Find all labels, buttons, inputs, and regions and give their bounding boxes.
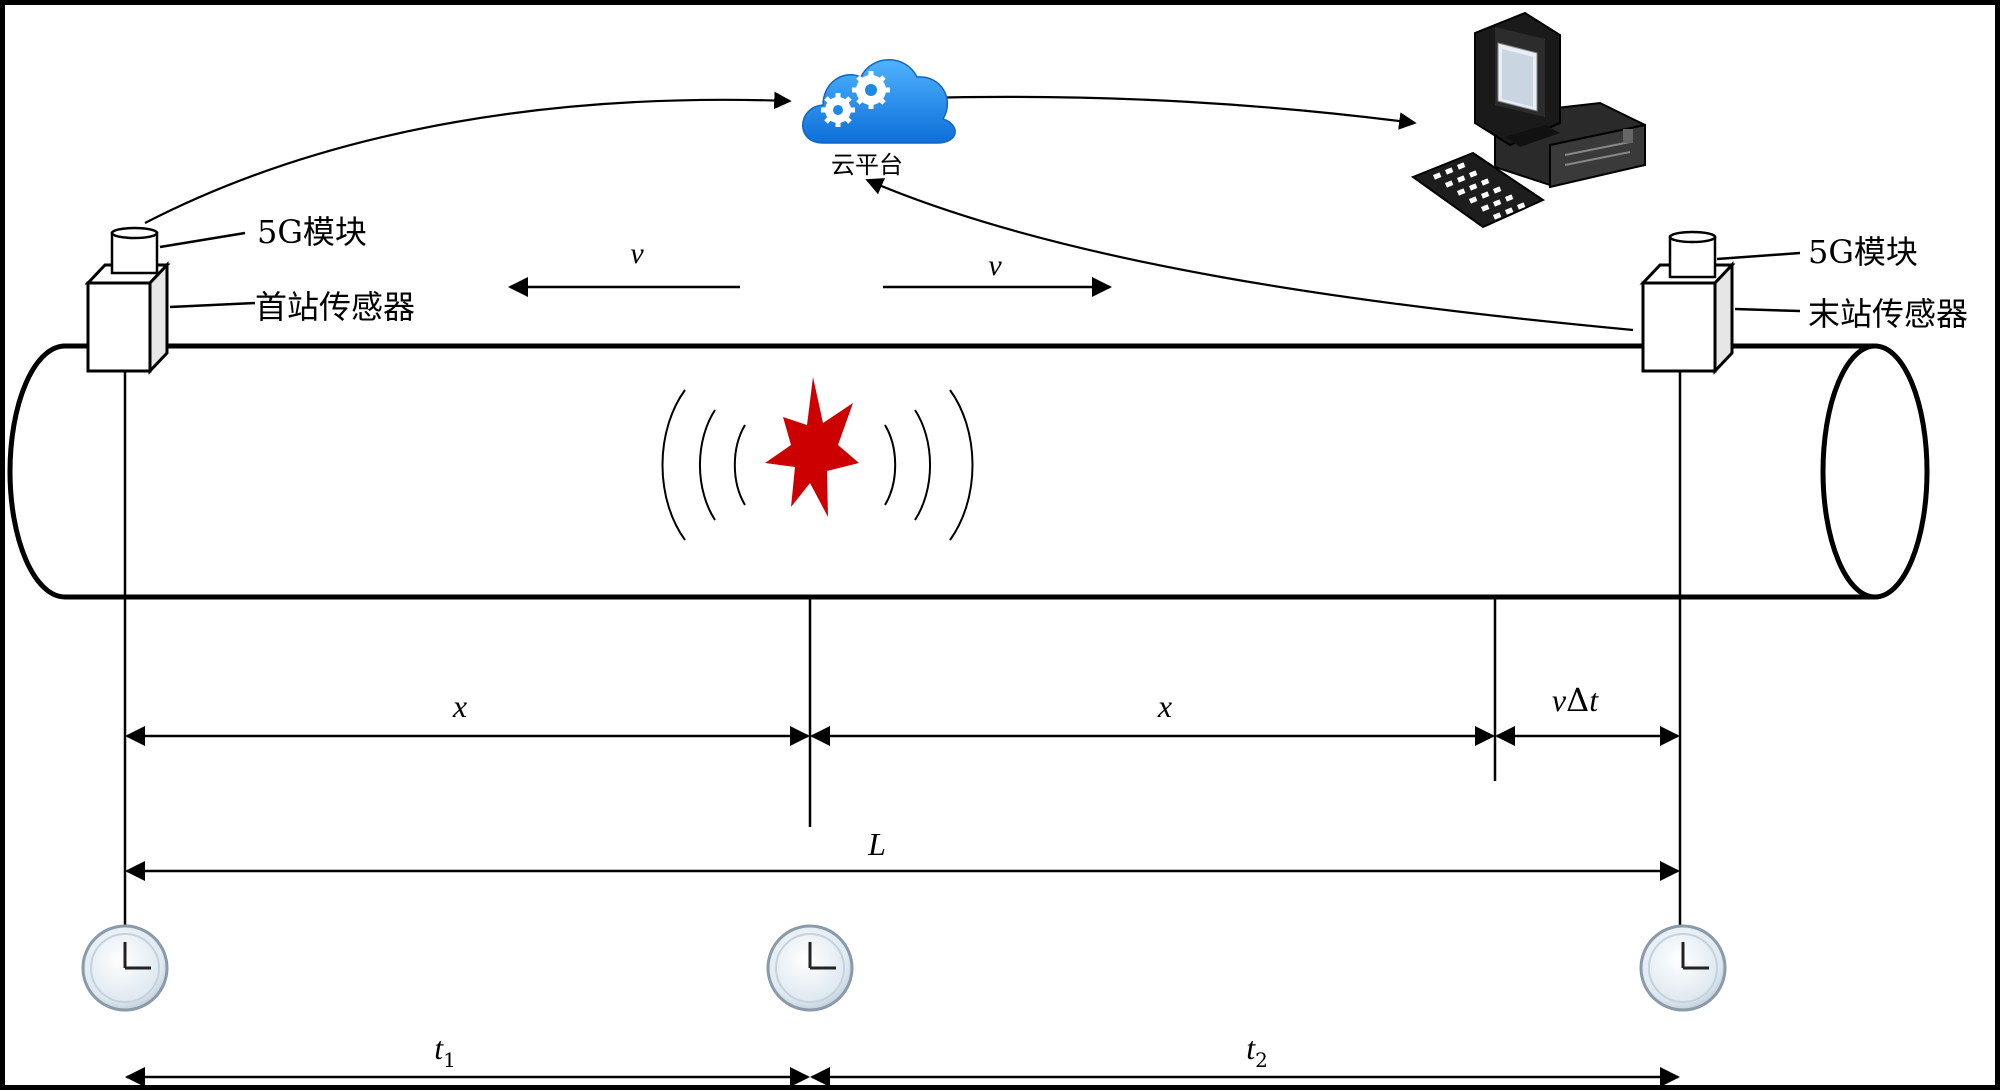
- leak-wave-rings: [661, 389, 974, 541]
- v-delta-t-delta: Δ: [1566, 681, 1589, 719]
- clock-icon: [766, 924, 854, 1012]
- end-station-sensor-label: 末站传感器: [1808, 295, 1968, 333]
- wave-speed-left-label: v: [630, 237, 644, 270]
- first-sensor-leader-line: [169, 301, 256, 309]
- first-station-sensor: [84, 261, 171, 375]
- L-label: L: [867, 826, 886, 862]
- v-delta-t-t: t: [1589, 682, 1599, 718]
- t2-label: t2: [1246, 1030, 1268, 1072]
- x-right-label: x: [1157, 688, 1172, 724]
- cloud-computer-arrow: [918, 88, 1417, 130]
- leak-burst-icon: [765, 377, 859, 517]
- t2-base: t: [1246, 1030, 1256, 1066]
- end-station-to-cloud-arrow: [865, 178, 1634, 332]
- diagram-svg: 云平台: [7, 11, 1968, 1085]
- cloud-gear-icon: [802, 59, 956, 144]
- clock-icon: [81, 924, 169, 1012]
- v-delta-t-label: vΔt: [1552, 681, 1599, 719]
- clock-icon: [1639, 924, 1727, 1012]
- first-5g-module-label: 5G模块: [257, 213, 367, 251]
- t1-base: t: [434, 1030, 444, 1066]
- t2-subscript: 2: [1255, 1048, 1268, 1072]
- t1-label: t1: [434, 1030, 456, 1072]
- pipe: [7, 343, 1930, 600]
- x-left-label: x: [452, 688, 467, 724]
- desktop-computer-icon: [1410, 11, 1646, 229]
- reference-lines: [123, 371, 1682, 927]
- wave-speed-right-label: v: [988, 249, 1002, 282]
- cloud-platform-label: 云平台: [831, 151, 903, 179]
- end-station-5g-module: [1668, 230, 1717, 279]
- first-station-to-cloud-arrow: [144, 91, 792, 224]
- end-sensor-leader-line: [1734, 307, 1801, 313]
- t1-subscript: 1: [443, 1048, 456, 1072]
- end-module-leader-line: [1716, 251, 1801, 261]
- end-5g-module-label: 5G模块: [1808, 233, 1918, 271]
- first-module-leader-line: [159, 231, 246, 249]
- first-station-5g-module: [110, 226, 159, 275]
- v-delta-t-v: v: [1552, 682, 1567, 718]
- first-station-sensor-label: 首站传感器: [255, 288, 415, 326]
- end-station-sensor: [1639, 261, 1736, 375]
